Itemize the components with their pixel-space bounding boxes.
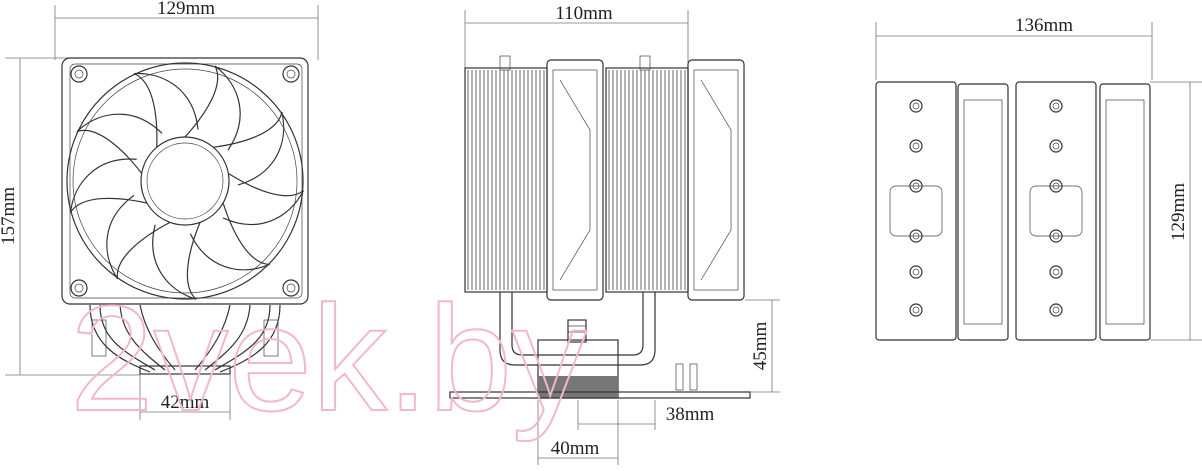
front-fan-shroud [66, 62, 304, 300]
watermark-text: 2vek.by [70, 274, 587, 442]
side-fan-middle [546, 59, 604, 301]
front-fan-screws [70, 65, 300, 297]
top-fin-block-rear [1015, 81, 1097, 341]
side-view: 110mm 45mm [449, 3, 780, 465]
top-heatpipe-holes [909, 99, 1063, 317]
height-label: 157mm [0, 187, 19, 245]
width-label: 129mm [157, 0, 215, 19]
top-view: 136mm 129mm [875, 15, 1202, 341]
offset-label: 38mm [666, 404, 715, 425]
depth-label: 110mm [555, 3, 613, 24]
top-fan-middle [957, 83, 1009, 341]
side-fin-stack-right [608, 70, 686, 290]
length-label: 136mm [1015, 15, 1073, 36]
side-mounting-plate [449, 391, 751, 399]
front-fan-frame [61, 57, 309, 305]
top-fin-block-front [875, 81, 957, 341]
top-width-label: 129mm [1168, 183, 1189, 241]
side-base-label: 40mm [551, 438, 600, 459]
top-fan-rear [1099, 83, 1151, 341]
front-heatpipes [89, 304, 281, 375]
front-base-label: 42mm [161, 392, 210, 413]
front-fan-blades [69, 65, 304, 300]
side-heatpipe [499, 292, 656, 366]
front-view: 129mm 157mm [0, 0, 319, 420]
front-fan-hub [140, 136, 230, 226]
clearance-label: 45mm [750, 322, 771, 371]
side-fin-stack-left [467, 70, 545, 290]
side-fan-rear [687, 59, 745, 301]
